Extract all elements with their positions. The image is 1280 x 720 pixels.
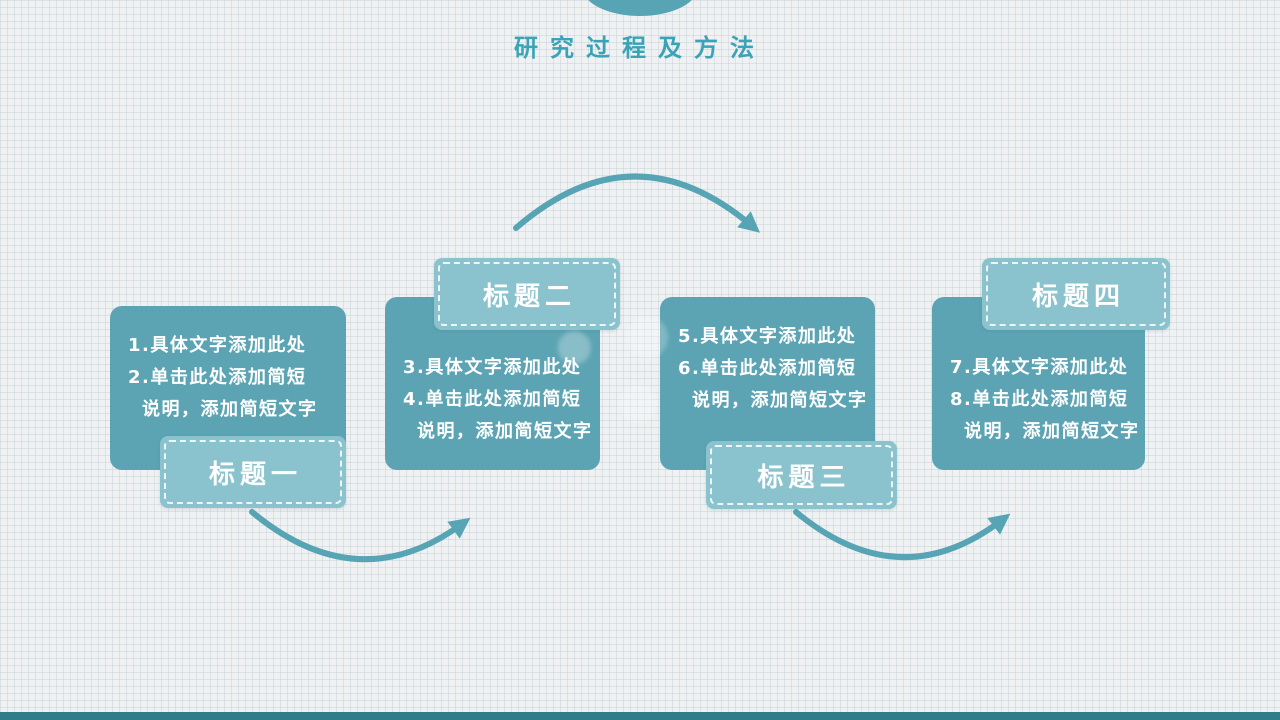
footer-accent-bar <box>0 712 1280 720</box>
step-2-line-3: 说明，添加简短文字 <box>417 421 593 442</box>
top-decor-blob <box>582 0 698 16</box>
step-4-line-1: 7.具体文字添加此处 <box>950 357 1129 378</box>
arc-arrow-top <box>513 173 761 233</box>
arc-arrow-bottom-left <box>249 509 471 563</box>
step-4-line-2: 8.单击此处添加简短 <box>950 389 1129 410</box>
step-3-title: 标题三 <box>757 462 851 493</box>
arc-arrow-bottom-right <box>793 509 1011 560</box>
step-1-line-3: 说明，添加简短文字 <box>142 399 318 420</box>
step-1-title-badge[interactable]: 标题一 <box>160 436 346 508</box>
step-4-title-badge[interactable]: 标题四 <box>982 258 1170 330</box>
step-3-line-1: 5.具体文字添加此处 <box>678 326 857 347</box>
step-3-line-2: 6.单击此处添加简短 <box>678 358 857 379</box>
step-2-title-badge[interactable]: 标题二 <box>434 258 620 330</box>
step-4-title: 标题四 <box>1031 281 1125 312</box>
step-2-title: 标题二 <box>482 281 576 312</box>
step-1-title: 标题一 <box>208 459 302 490</box>
step-2-line-1: 3.具体文字添加此处 <box>403 357 582 378</box>
step-4-line-3: 说明，添加简短文字 <box>964 421 1140 442</box>
step-2-line-2: 4.单击此处添加简短 <box>403 389 582 410</box>
step-3-title-badge[interactable]: 标题三 <box>706 441 897 509</box>
page-title: 研究过程及方法 <box>514 34 766 62</box>
step-3-line-3: 说明，添加简短文字 <box>692 390 868 411</box>
step-1-line-2: 2.单击此处添加简短 <box>128 367 307 388</box>
step-1-line-1: 1.具体文字添加此处 <box>128 335 307 356</box>
